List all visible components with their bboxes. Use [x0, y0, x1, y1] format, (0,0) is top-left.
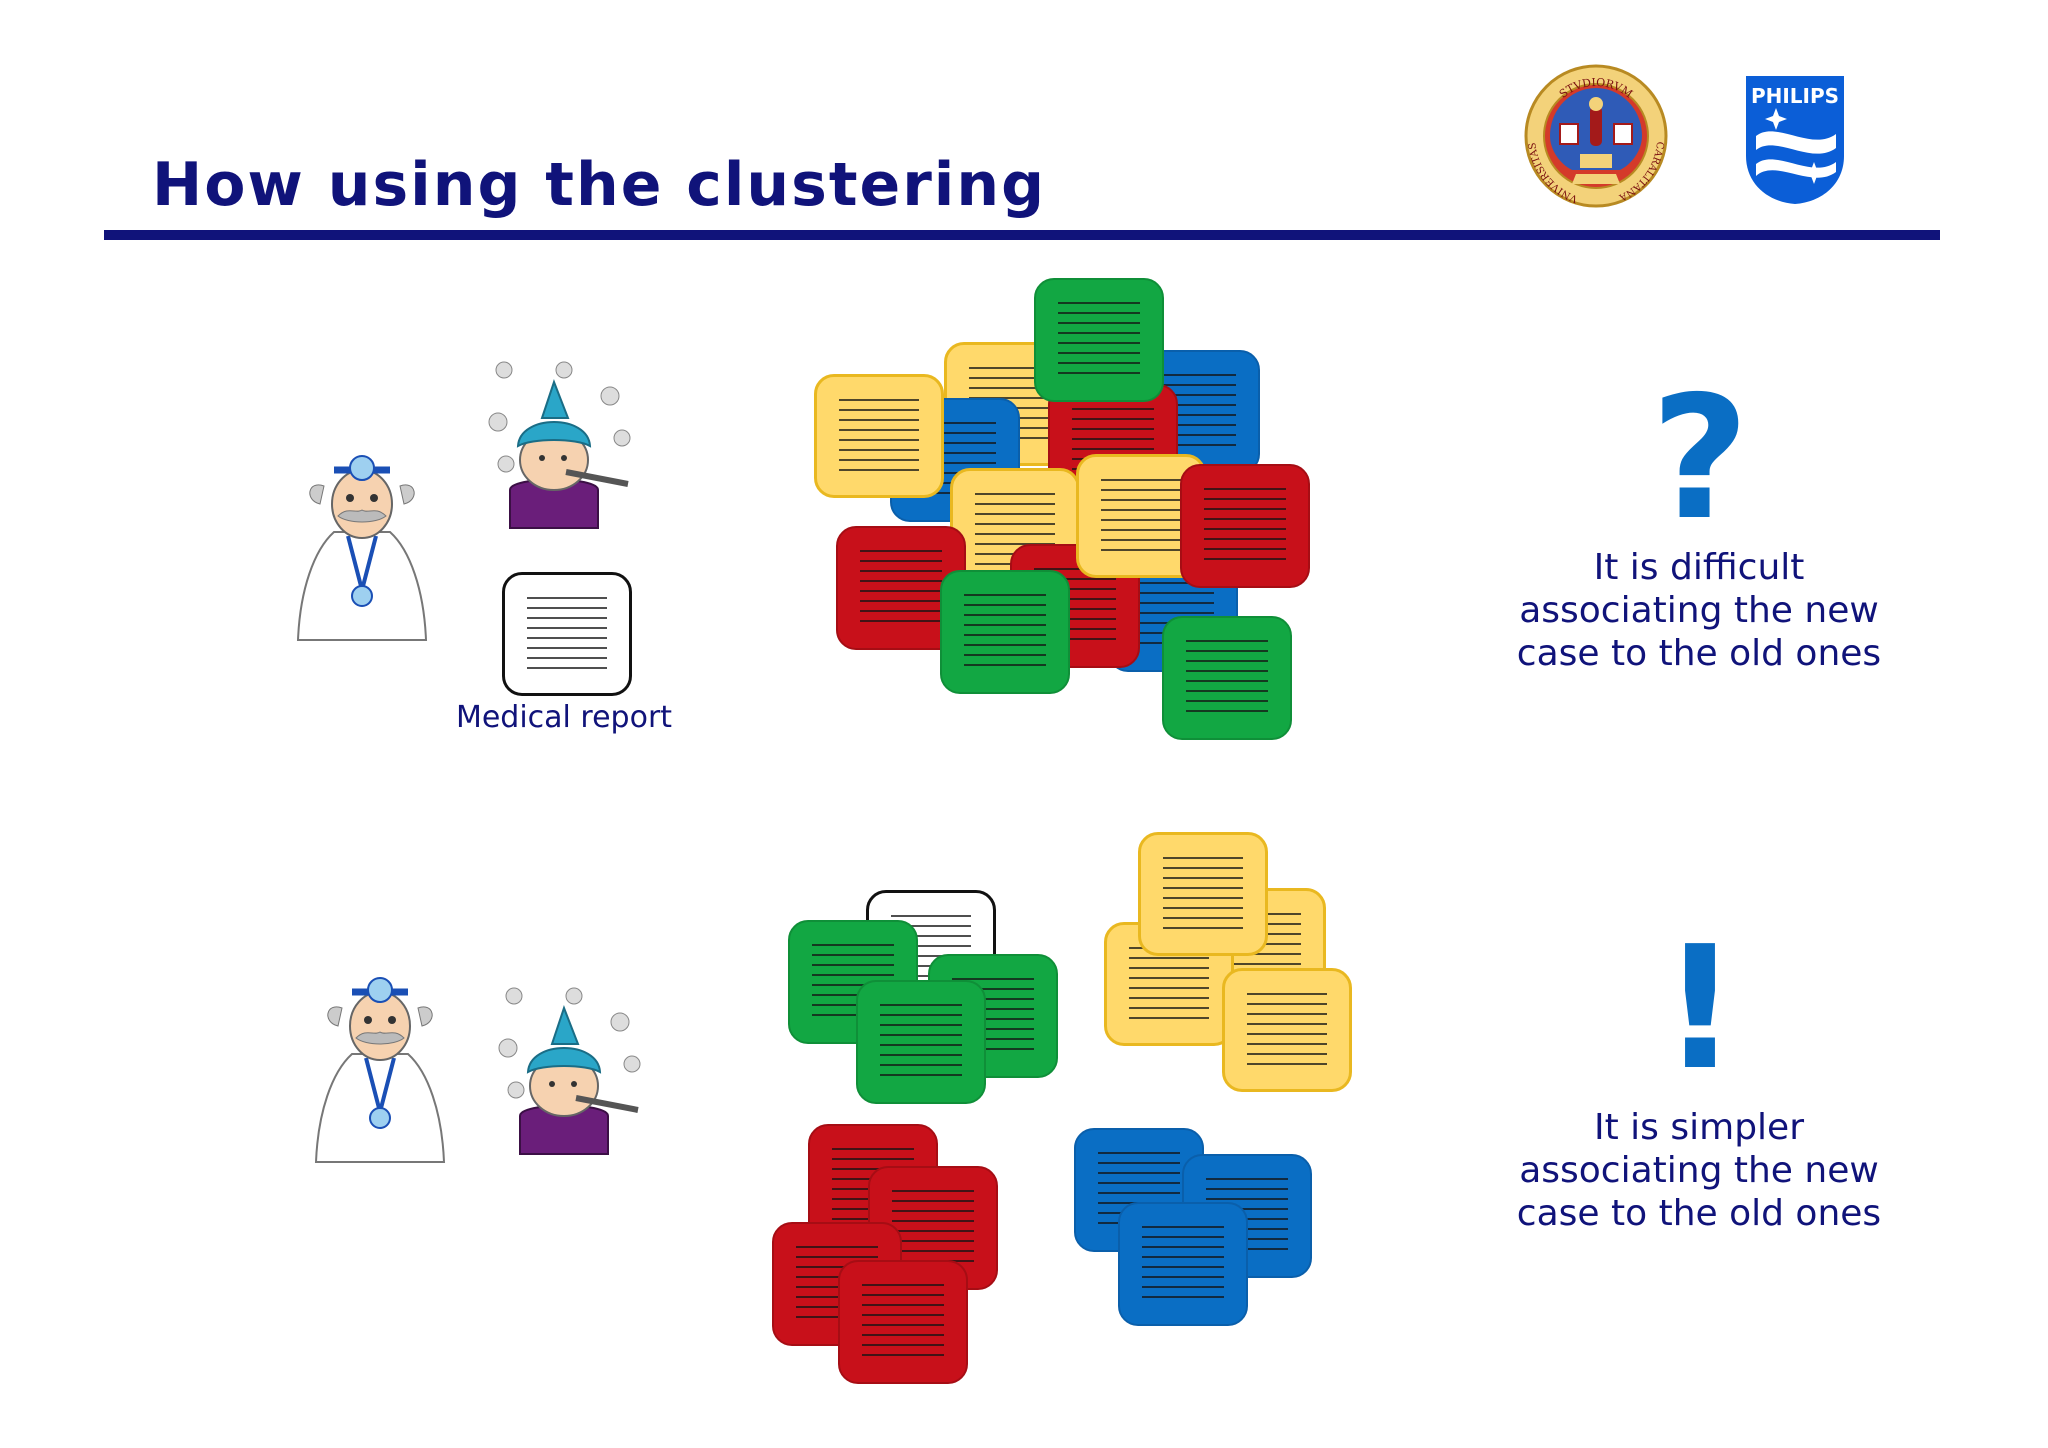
sick-patient-illustration — [488, 361, 631, 529]
document-card — [1162, 616, 1292, 740]
note-line: case to the old ones — [1516, 1193, 1882, 1234]
exclamation-mark-icon: ! — [1661, 910, 1739, 1108]
note-line: It is difficult — [1593, 547, 1805, 588]
document-card — [1138, 832, 1268, 956]
simplicity-note: It is simpler associating the new case t… — [1484, 1106, 1914, 1235]
doctor-illustration — [314, 977, 446, 1163]
document-card — [940, 570, 1070, 694]
philips-wordmark: PHILIPS — [1750, 84, 1840, 108]
note-line: associating the new — [1519, 590, 1879, 631]
university-seal-icon: STVDIORVM VNIVERSITAS CARALITANA — [1524, 64, 1668, 208]
note-line: associating the new — [1519, 1150, 1879, 1191]
document-card — [814, 374, 944, 498]
document-card — [1180, 464, 1310, 588]
medical-report-caption: Medical report — [455, 700, 673, 735]
document-card — [1118, 1202, 1248, 1326]
title-rule — [104, 230, 1940, 240]
difficulty-note: It is difficult associating the new case… — [1484, 546, 1914, 675]
question-mark-icon: ? — [1650, 360, 1750, 558]
slide-title: How using the clustering — [152, 150, 1047, 220]
note-line: case to the old ones — [1516, 633, 1882, 674]
note-line: It is simpler — [1593, 1107, 1804, 1148]
document-card — [1222, 968, 1352, 1092]
document-card — [1034, 278, 1164, 402]
document-card — [838, 1260, 968, 1384]
philips-shield-icon — [1746, 76, 1844, 204]
new-medical-report — [502, 572, 632, 696]
document-card — [856, 980, 986, 1104]
doctor-illustration — [296, 455, 428, 641]
sick-patient-illustration — [498, 987, 641, 1155]
